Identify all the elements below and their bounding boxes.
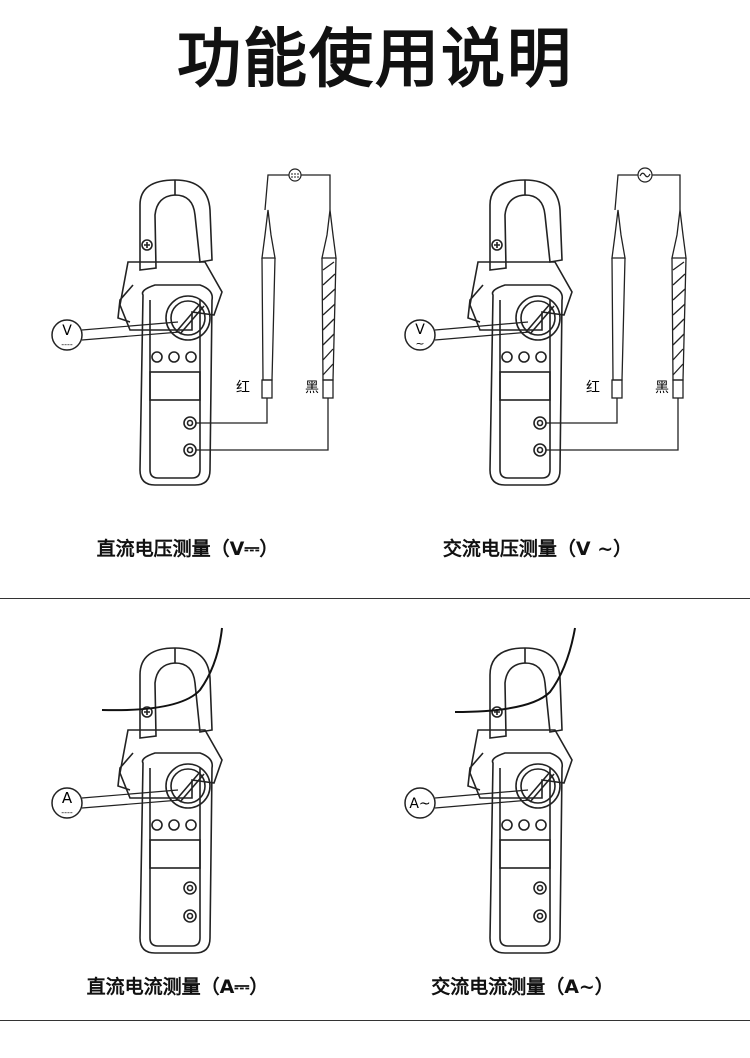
ac-current-badge: A~ [404, 787, 531, 819]
ac-voltage-diagram: V ~ 红 黑 [404, 167, 687, 486]
badge-main-label: A [62, 789, 73, 807]
ac-current-caption: 交流电流测量（A~） [431, 976, 614, 998]
dc-voltage-diagram: V ---- 红 黑 [51, 168, 337, 486]
ac-voltage-caption: 交流电压测量（V ~） [442, 538, 633, 560]
ac-voltage-badge: V ~ [404, 319, 531, 351]
badge-main-label: A~ [409, 796, 430, 812]
red-lead-label: 红 [236, 380, 250, 396]
dc-voltage-caption: 直流电压测量（V⎓） [96, 538, 279, 560]
clamp-meter-icon [117, 179, 223, 486]
clamp-meter-icon [117, 647, 223, 954]
badge-main-label: V [62, 323, 72, 339]
test-lead-icon [546, 174, 687, 451]
wire-icon [454, 627, 576, 713]
section-divider-bottom [0, 1020, 750, 1021]
dc-source-icon [288, 168, 302, 182]
wire-icon [101, 627, 223, 712]
badge-sub-label: ---- [61, 340, 73, 349]
clamp-meter-icon [467, 179, 573, 486]
red-lead-label: 红 [586, 380, 600, 396]
dc-voltage-badge: V ---- [51, 319, 181, 351]
ac-source-icon [637, 167, 653, 183]
dc-current-diagram: A ---- [51, 627, 223, 954]
ac-current-diagram: A~ [404, 627, 576, 954]
page-title: 功能使用说明 [177, 23, 573, 97]
black-lead-label: 黑 [305, 380, 319, 396]
black-lead-label: 黑 [655, 380, 669, 396]
dc-current-caption: 直流电流测量（A⎓） [86, 976, 269, 998]
clamp-meter-icon [467, 647, 573, 954]
badge-sub-label: ---- [61, 808, 73, 817]
badge-main-label: V [415, 322, 425, 338]
section-divider [0, 598, 750, 599]
badge-sub-label: ~ [415, 337, 424, 350]
test-lead-icon [196, 174, 337, 451]
dc-current-badge: A ---- [51, 787, 181, 819]
